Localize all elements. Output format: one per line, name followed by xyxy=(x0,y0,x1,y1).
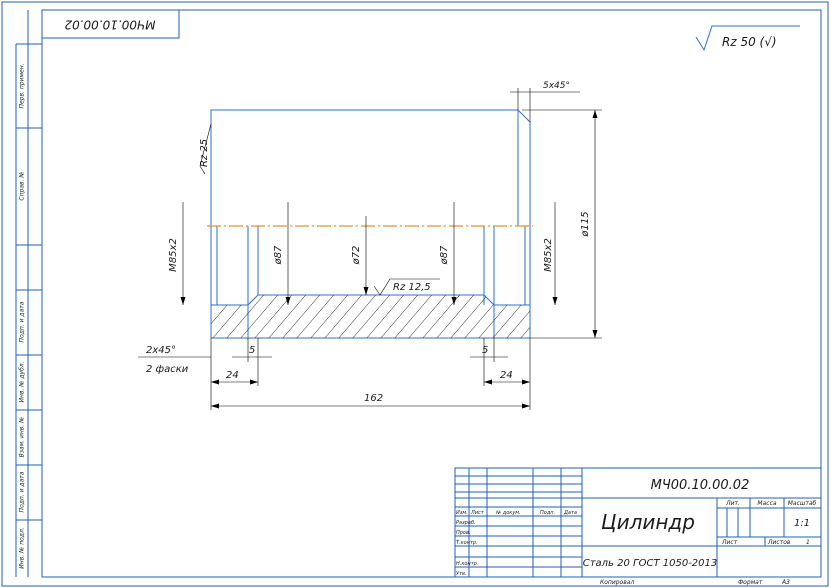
sheets-value: 1 xyxy=(806,539,810,546)
col-header-izm: Изм. xyxy=(456,510,468,516)
label-sheets: Листов xyxy=(767,539,791,546)
label-sheet: Лист xyxy=(721,539,738,546)
dim-d72: ø72 xyxy=(351,246,362,266)
title-block-material: Сталь 20 ГОСТ 1050-2013 xyxy=(583,558,718,569)
col-header-doc: № докум. xyxy=(495,510,521,516)
title-block-name: Цилиндр xyxy=(601,510,695,534)
dim-d87-right: ø87 xyxy=(439,245,450,265)
col-header-sign: Подп. xyxy=(540,510,555,516)
format-value: A3 xyxy=(781,579,790,586)
section-hatching xyxy=(211,295,530,338)
label-copied: Копировал xyxy=(600,579,634,586)
side-label-ref-no: Справ. № xyxy=(19,171,26,200)
col-header-list: Лист xyxy=(470,510,485,516)
row-label-developer: Разраб. xyxy=(456,520,476,526)
dim-chamfer-left-1: 2x45° xyxy=(146,345,176,356)
side-label-first-use: Перв. примен. xyxy=(19,63,26,108)
dim-w5-left: 5 xyxy=(249,345,255,356)
label-mass: Масса xyxy=(757,500,776,507)
side-label-orig-no: Инв. № подл. xyxy=(19,527,26,568)
roughness-general-mark: Rz 50 (√) xyxy=(695,25,800,52)
side-label-dupl-no: Инв. № дубл. xyxy=(19,361,26,402)
dim-m85-left: M85x2 xyxy=(168,238,179,272)
dim-length: 162 xyxy=(364,393,383,404)
dim-d115: ø115 xyxy=(580,211,591,237)
dim-rz125: Rz 12,5 xyxy=(393,282,431,293)
side-strip: Перв. примен. Справ. № Подп. и дата Инв.… xyxy=(15,10,42,577)
dim-m85-right: M85x2 xyxy=(543,238,554,272)
row-label-tcontrol: Т.контр. xyxy=(456,540,478,546)
side-label-sign-date-1: Подп. и дата xyxy=(19,301,26,342)
label-scale: Масштаб xyxy=(788,500,817,507)
row-label-ncontrol: Н.контр. xyxy=(456,561,478,567)
top-stamp-box xyxy=(41,9,180,39)
dim-chamfer-left-2: 2 фаски xyxy=(146,364,189,375)
dimensions: 5x45° Rz 25 M85x2 ø87 ø72 Rz 12,5 ø87 M8… xyxy=(138,81,602,410)
dim-d87-left: ø87 xyxy=(273,245,284,265)
title-block-code: МЧ00.10.00.02 xyxy=(651,478,750,493)
scale-value: 1:1 xyxy=(794,518,810,529)
dim-chamfer-top: 5x45° xyxy=(543,81,570,91)
side-label-replace-no: Взам. инв. № xyxy=(19,417,26,458)
dim-rz25: Rz 25 xyxy=(199,139,210,167)
roughness-general-text: Rz 50 (√) xyxy=(722,35,777,49)
side-label-sign-date-2: Подп. и дата xyxy=(19,471,26,512)
label-format: Формат xyxy=(738,579,763,586)
dim-w24-left: 24 xyxy=(226,370,239,381)
dim-w24-right: 24 xyxy=(500,370,513,381)
top-stamp-code: МЧ00.10.00.02 xyxy=(64,18,155,32)
dim-w5-right: 5 xyxy=(482,345,488,356)
part-outline xyxy=(210,109,531,339)
title-block: МЧ00.10.00.02 Цилиндр Сталь 20 ГОСТ 1050… xyxy=(454,467,822,586)
row-label-checked: Пров. xyxy=(456,530,471,536)
col-header-date: Дата xyxy=(563,510,577,516)
row-label-approved: Утв. xyxy=(456,571,467,577)
label-lit: Лит. xyxy=(725,500,740,507)
drawing-frame xyxy=(41,9,822,578)
